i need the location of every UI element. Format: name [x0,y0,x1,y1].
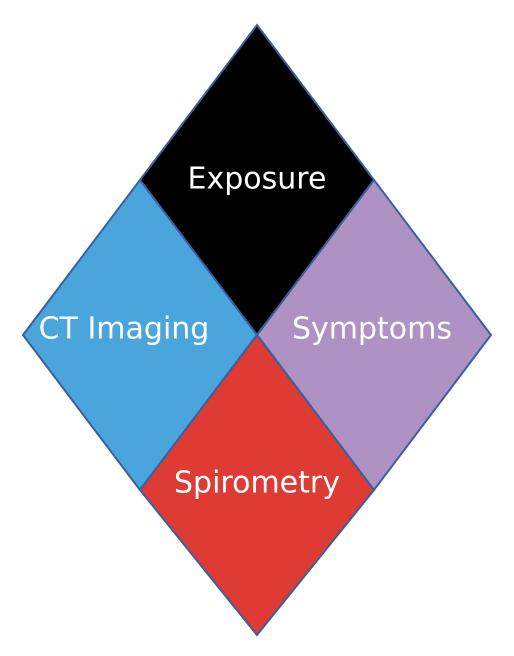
label-symptoms: Symptoms [292,312,452,347]
quadrant-spirometry [138,333,376,637]
label-ct-imaging: CT Imaging [39,312,210,347]
label-spirometry: Spirometry [174,466,340,501]
label-exposure: Exposure [188,162,327,197]
